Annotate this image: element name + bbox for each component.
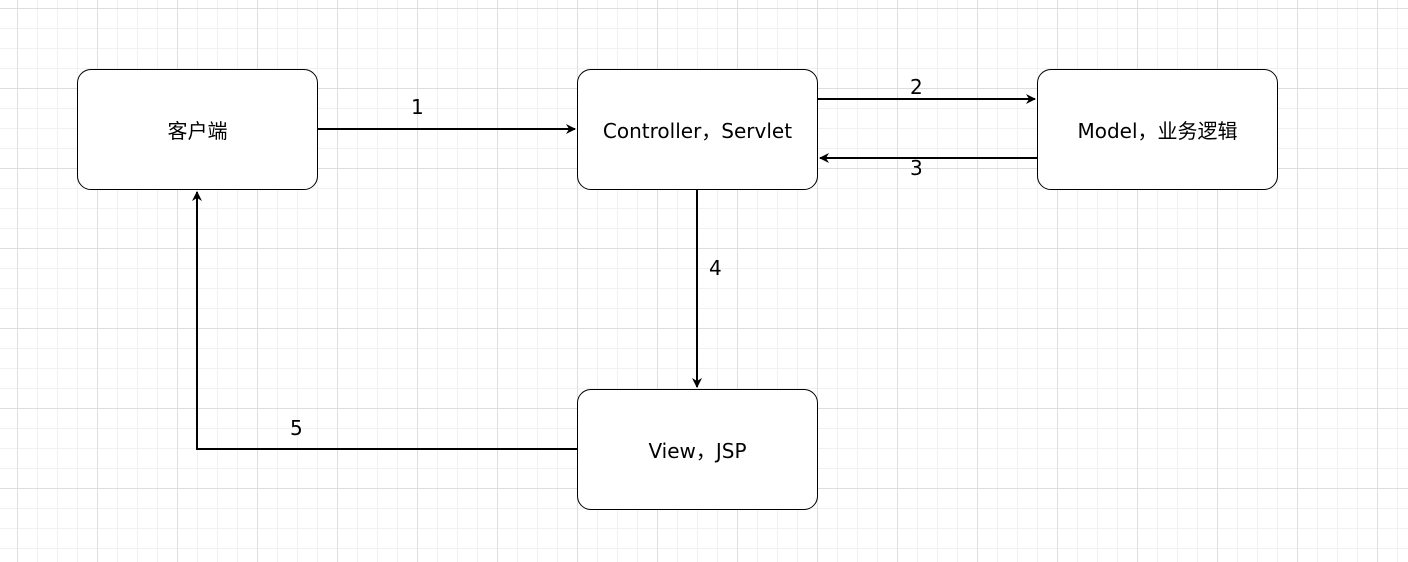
node-controller-label: Controller，Servlet [602, 119, 793, 143]
edge-2-label: 2 [910, 75, 923, 99]
node-client[interactable]: 客户端 [77, 69, 318, 190]
node-controller[interactable]: Controller，Servlet [577, 69, 818, 190]
edge-3-label: 3 [910, 156, 923, 180]
edge-5-arrow [192, 191, 577, 450]
node-view-label: View，JSP [648, 439, 747, 463]
edge-5-label: 5 [290, 416, 303, 440]
edge-4-label: 4 [709, 256, 722, 280]
node-model-label: Model，业务逻辑 [1077, 119, 1238, 143]
edge-1-label: 1 [411, 95, 424, 119]
node-client-label: 客户端 [167, 119, 228, 143]
node-view[interactable]: View，JSP [577, 389, 818, 510]
node-model[interactable]: Model，业务逻辑 [1037, 69, 1278, 190]
